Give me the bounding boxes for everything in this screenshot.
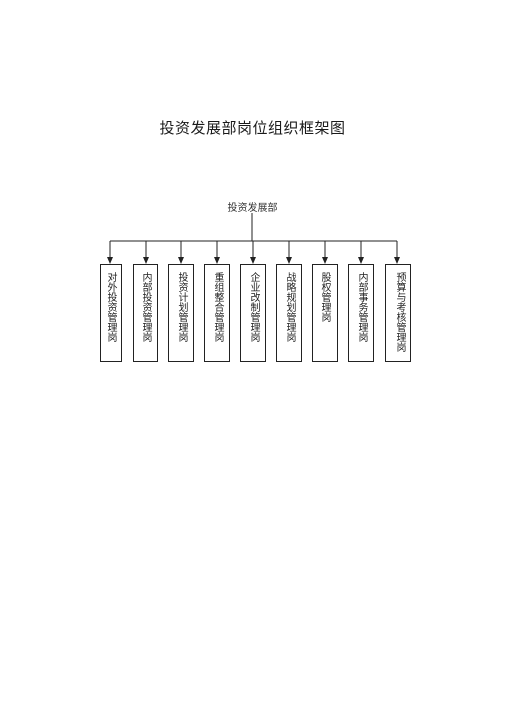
position-box-6 <box>276 264 302 362</box>
position-label-8: 内部事务管理岗 <box>356 272 367 342</box>
arrow-down-icon <box>143 257 149 264</box>
arrow-down-icon <box>322 257 328 264</box>
page-title: 投资发展部岗位组织框架图 <box>159 119 346 137</box>
arrow-down-icon <box>286 257 292 264</box>
position-box-3 <box>168 264 194 362</box>
position-label-4: 重组整合管理岗 <box>212 272 223 342</box>
position-label-5: 企业改制管理岗 <box>248 272 259 342</box>
root-node-label: 投资发展部 <box>227 203 278 214</box>
position-box-4 <box>204 264 230 362</box>
position-box-1 <box>100 264 122 362</box>
arrow-down-icon <box>358 257 364 264</box>
arrow-down-icon <box>394 257 400 264</box>
position-box-2 <box>133 264 158 362</box>
branch-drops <box>107 241 400 264</box>
position-box-7 <box>312 264 338 362</box>
position-label-2: 内部投资管理岗 <box>140 272 151 342</box>
position-label-6: 战略规划管理岗 <box>284 272 295 342</box>
arrow-down-icon <box>107 257 113 264</box>
position-label-1: 对外投资管理岗 <box>105 272 116 342</box>
position-box-9 <box>385 264 411 362</box>
arrow-down-icon <box>178 257 184 264</box>
position-box-5 <box>240 264 266 362</box>
position-label-9: 预算与考核管理岗 <box>394 272 405 352</box>
position-box-8 <box>348 264 374 362</box>
position-label-3: 投资计划管理岗 <box>176 272 187 342</box>
position-label-7: 股权管理岗 <box>319 272 330 322</box>
arrow-down-icon <box>250 257 256 264</box>
arrow-down-icon <box>214 257 220 264</box>
